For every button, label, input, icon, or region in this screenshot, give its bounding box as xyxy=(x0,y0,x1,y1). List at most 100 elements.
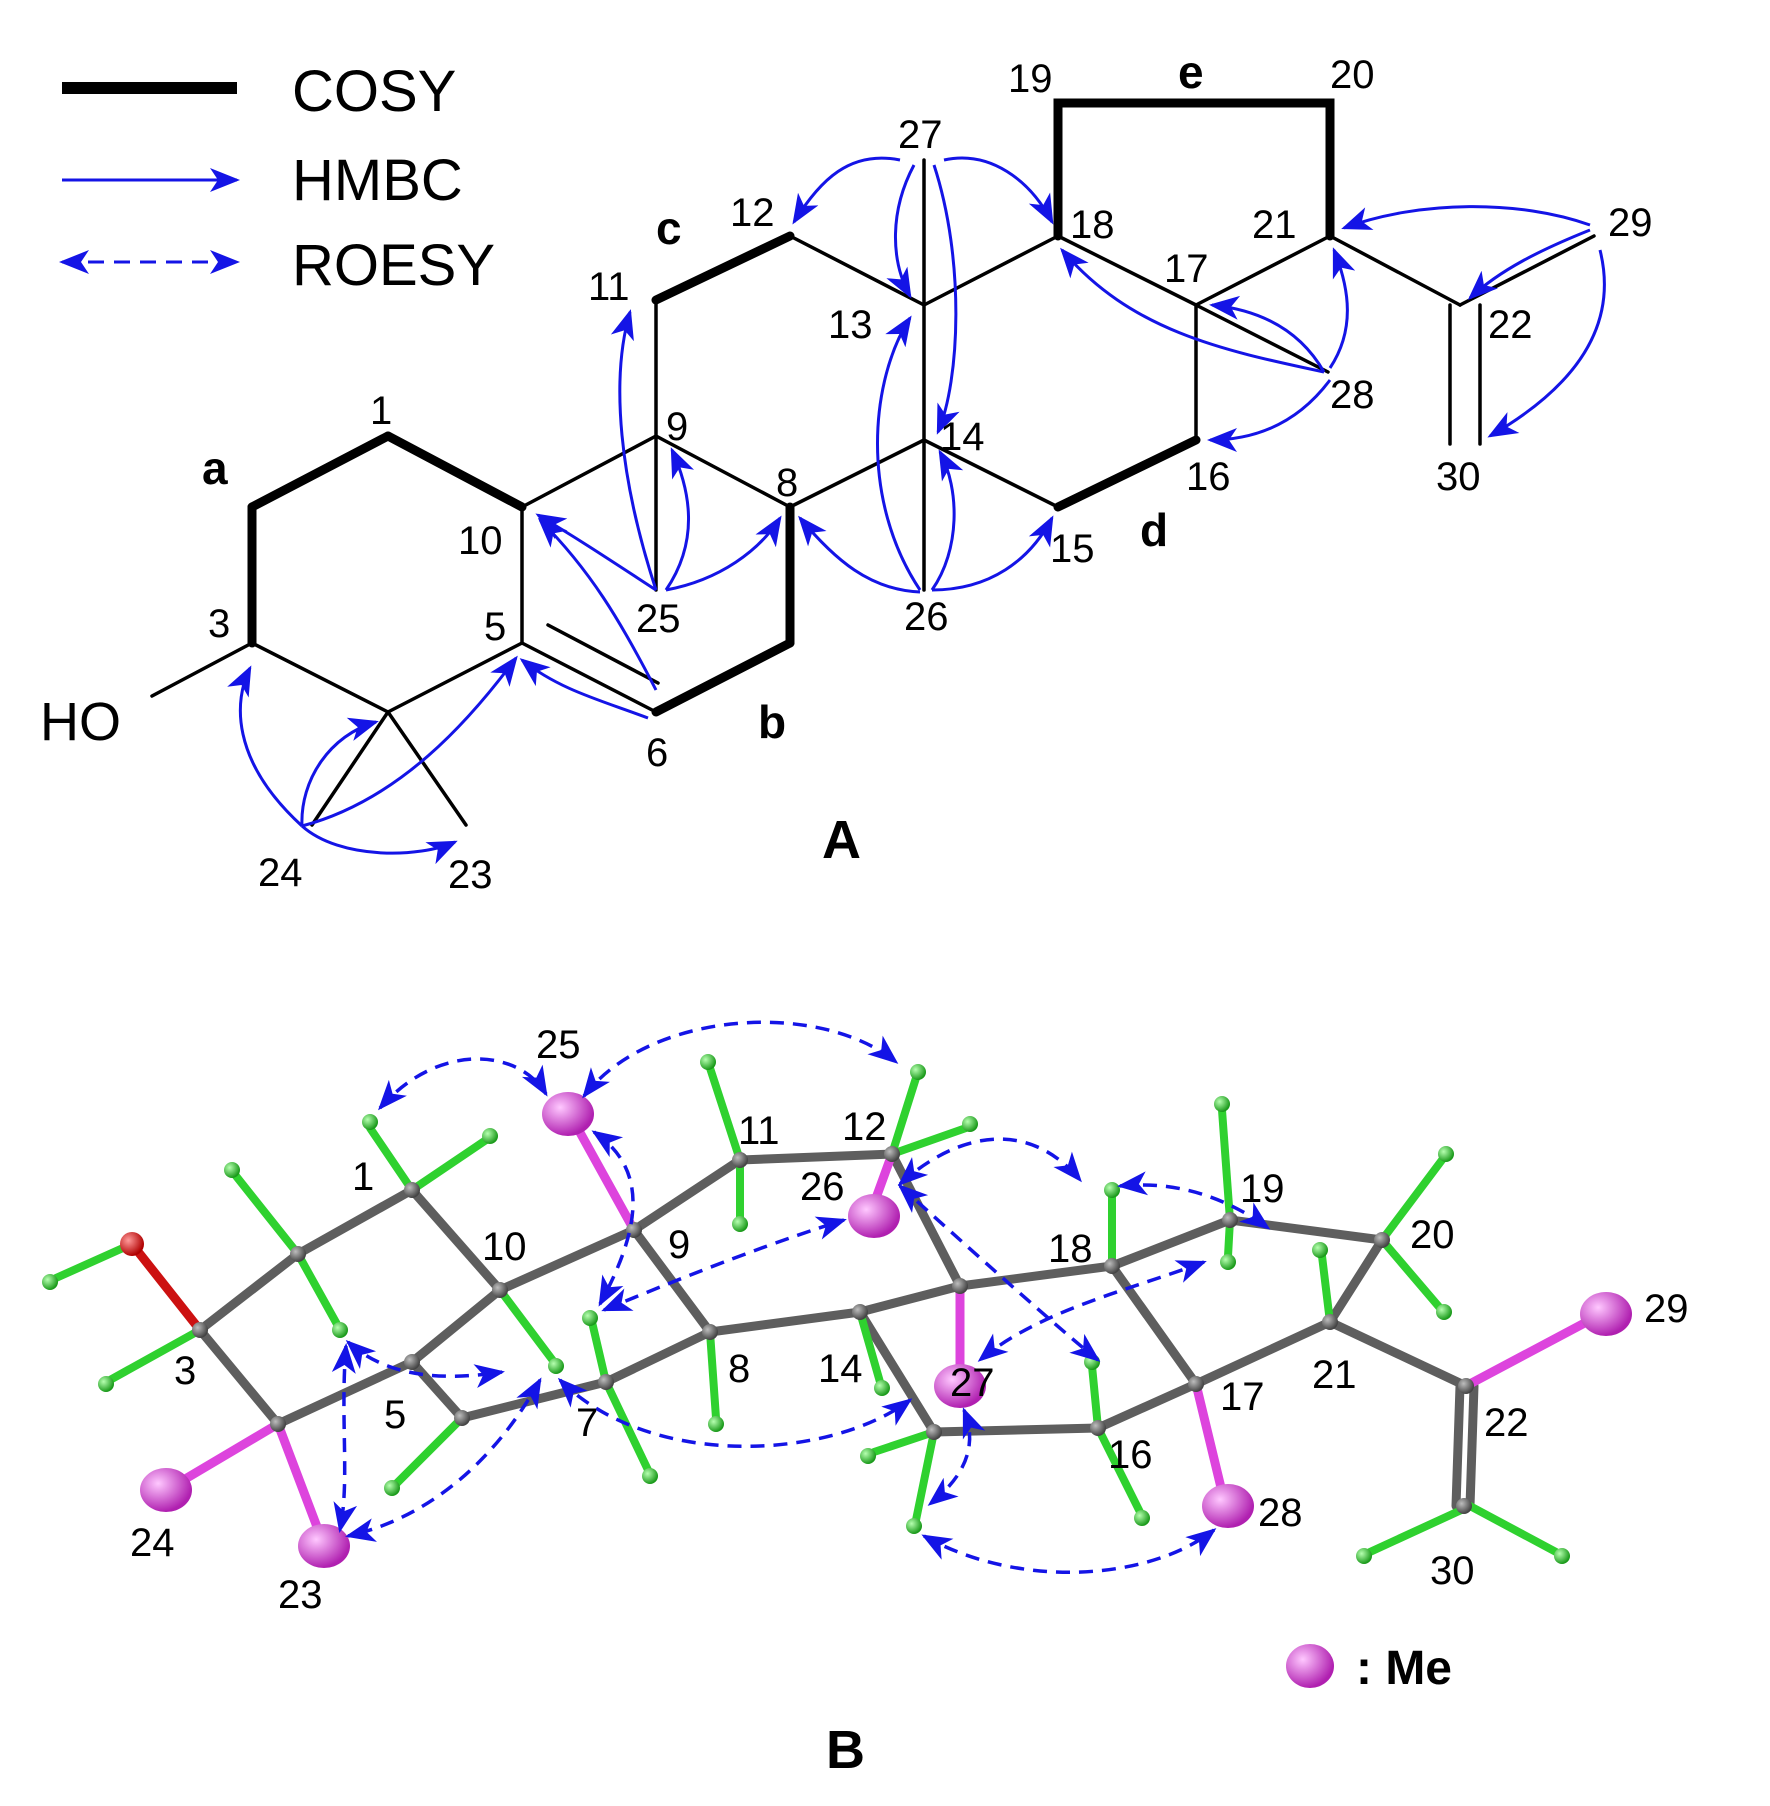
bond-21-22 xyxy=(1328,234,1462,307)
bond-5-6 xyxy=(520,641,658,714)
roesy-25-12 xyxy=(582,1020,899,1099)
atom-label-28: 28 xyxy=(1330,373,1375,417)
model-label-25: 25 xyxy=(536,1023,581,1067)
hmbc-27-18 xyxy=(943,156,1054,225)
hmbc-24-3 xyxy=(227,665,304,828)
cosy-bond-6-7 xyxy=(651,638,795,717)
model-hydrogen-bonds xyxy=(106,1064,1560,1556)
model-label-23: 23 xyxy=(278,1573,323,1617)
model-label-18: 18 xyxy=(1048,1227,1093,1271)
bond-21-17 xyxy=(1194,234,1332,307)
hmbc-26-8 xyxy=(798,515,921,594)
model-label-26: 26 xyxy=(800,1165,845,1209)
model-label-16: 16 xyxy=(1108,1433,1153,1477)
bond-4-5 xyxy=(386,641,524,714)
atom-label-25: 25 xyxy=(636,597,681,641)
bond-9-10 xyxy=(520,434,658,509)
hmbc-28-21 xyxy=(1328,247,1356,369)
model-methyl-atoms xyxy=(140,1092,1632,1568)
hmbc-28-18 xyxy=(1060,247,1325,374)
hmbc-28-16 xyxy=(1207,379,1332,452)
methyl-key-label: : Me xyxy=(1356,1642,1452,1695)
ring-label-a: a xyxy=(202,442,228,494)
bond-14-8 xyxy=(788,438,926,509)
model-label-24: 24 xyxy=(130,1521,175,1565)
model-label-28: 28 xyxy=(1258,1491,1303,1535)
model-label-8: 8 xyxy=(728,1347,750,1391)
ring-label-e: e xyxy=(1178,46,1204,98)
hmbc-26-14 xyxy=(930,449,964,591)
hmbc-6-5 xyxy=(519,658,649,720)
bond-18-17 xyxy=(1056,234,1198,307)
roesy-19-27 xyxy=(977,1260,1207,1362)
atom-label-23: 23 xyxy=(448,853,493,897)
model-label-12: 12 xyxy=(842,1105,887,1149)
hmbc-27-12 xyxy=(792,156,901,225)
atom-label-21: 21 xyxy=(1252,203,1297,247)
cosy-bond-11-12 xyxy=(651,231,795,305)
atom-label-12: 12 xyxy=(730,191,775,235)
bond-3-oh xyxy=(150,641,254,698)
model-label-19: 19 xyxy=(1240,1167,1285,1211)
model-label-3: 3 xyxy=(174,1349,196,1393)
hmbc-29-30 xyxy=(1487,249,1606,438)
hydroxyl-label: HO xyxy=(40,692,121,752)
panel-b-roesy-correlations xyxy=(331,1020,1271,1574)
bond-4-23 xyxy=(386,710,468,827)
model-label-17: 17 xyxy=(1220,1375,1265,1419)
hmbc-27-13 xyxy=(886,164,916,299)
panel-b-model: 1 3 5 7 8 9 10 11 12 14 16 17 18 19 20 2… xyxy=(42,1020,1689,1780)
hmbc-26-15 xyxy=(931,515,1054,592)
model-label-7: 7 xyxy=(576,1401,598,1445)
bond-12-13 xyxy=(788,234,926,307)
hmbc-25-9 xyxy=(664,447,695,591)
atom-label-9: 9 xyxy=(666,405,688,449)
hmbc-28-17 xyxy=(1209,295,1326,373)
atom-label-17: 17 xyxy=(1164,247,1209,291)
bond-3-4 xyxy=(250,641,390,714)
model-label-30: 30 xyxy=(1430,1549,1475,1593)
atom-label-16: 16 xyxy=(1186,455,1231,499)
roesy-1-25 xyxy=(378,1057,548,1111)
roesy-7-15 xyxy=(557,1377,913,1449)
panel-a-hmbc-correlations xyxy=(227,156,1606,865)
roesy-27-15 xyxy=(927,1407,986,1506)
atom-label-15: 15 xyxy=(1050,527,1095,571)
cosy-bonds-18-19-20-21 xyxy=(1053,98,1335,241)
hmbc-25-10 xyxy=(535,513,657,592)
model-label-27: 27 xyxy=(950,1361,995,1405)
model-label-22: 22 xyxy=(1484,1401,1529,1445)
model-label-20: 20 xyxy=(1410,1213,1455,1257)
panel-label-a: A xyxy=(822,810,861,870)
atom-label-24: 24 xyxy=(258,851,303,895)
ring-label-c: c xyxy=(656,202,682,254)
roesy-7-26 xyxy=(601,1216,847,1312)
model-label-14: 14 xyxy=(818,1347,863,1391)
roesy-15-28 xyxy=(921,1528,1217,1574)
atom-label-30: 30 xyxy=(1436,455,1481,499)
atom-label-20: 20 xyxy=(1330,53,1375,97)
atom-label-27: 27 xyxy=(898,113,943,157)
atom-label-11: 11 xyxy=(588,265,630,309)
atom-label-22: 22 xyxy=(1488,303,1533,347)
cosy-bond-16-15 xyxy=(1053,435,1201,512)
atom-label-10: 10 xyxy=(458,519,503,563)
atom-label-5: 5 xyxy=(484,605,506,649)
model-label-5: 5 xyxy=(384,1393,406,1437)
legend-cosy-label: COSY xyxy=(292,59,456,124)
model-label-29: 29 xyxy=(1644,1287,1689,1331)
roesy-2-23 xyxy=(331,1343,358,1533)
ring-label-d: d xyxy=(1140,504,1168,556)
panel-label-b: B xyxy=(826,1720,865,1780)
legend: COSY HMBC ROESY xyxy=(59,59,495,298)
hmbc-29-21 xyxy=(1341,205,1591,230)
legend-hmbc-label: HMBC xyxy=(292,148,463,213)
hmbc-27-14 xyxy=(932,164,960,435)
methyl-key-sphere xyxy=(1286,1644,1334,1688)
double-bond-5-6 xyxy=(546,623,660,685)
hmbc-25-11 xyxy=(610,309,658,591)
model-label-11: 11 xyxy=(738,1109,780,1153)
legend-roesy-label: ROESY xyxy=(292,233,495,298)
